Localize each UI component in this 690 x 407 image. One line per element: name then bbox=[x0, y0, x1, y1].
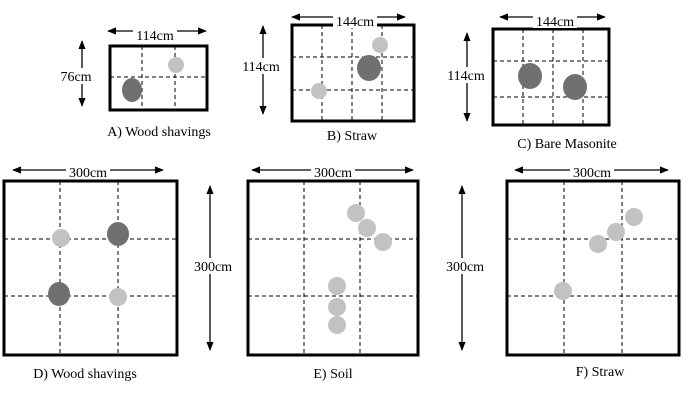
light-circle bbox=[372, 37, 388, 53]
width-label-backing bbox=[311, 165, 355, 179]
width-label-backing bbox=[133, 28, 177, 42]
width-label: 300cm bbox=[314, 166, 352, 181]
panel-frame bbox=[246, 179, 420, 357]
light-circle bbox=[328, 298, 346, 316]
height-label-backing bbox=[189, 258, 237, 274]
height-label-backing bbox=[237, 58, 285, 74]
panel-frame bbox=[108, 44, 209, 112]
light-circle bbox=[554, 282, 572, 300]
panel-frame bbox=[491, 27, 611, 127]
height-label: 76cm bbox=[60, 70, 91, 85]
width-label-backing bbox=[570, 165, 614, 179]
dark-circle bbox=[48, 282, 70, 306]
panel-caption: C) Bare Masonite bbox=[517, 137, 617, 152]
panel-e: 300cm 300cm E) Soil bbox=[189, 165, 420, 382]
light-circle bbox=[374, 233, 392, 251]
panel-frame bbox=[2, 179, 179, 357]
light-circle bbox=[109, 288, 127, 306]
light-circle bbox=[589, 235, 607, 253]
width-label: 300cm bbox=[573, 166, 611, 181]
light-circle bbox=[358, 219, 376, 237]
width-label: 144cm bbox=[536, 15, 574, 30]
panel-b: 144cm 114cm B) Straw bbox=[237, 13, 416, 144]
panel-d: 300cm D) Wood shavings bbox=[2, 165, 179, 382]
panel-caption: F) Straw bbox=[576, 365, 626, 380]
panel-frame bbox=[290, 23, 416, 123]
height-label: 114cm bbox=[242, 60, 280, 75]
light-circle bbox=[347, 204, 365, 222]
width-label: 114cm bbox=[136, 29, 174, 44]
height-label: 300cm bbox=[446, 260, 484, 275]
light-circle bbox=[52, 229, 70, 247]
light-circle bbox=[607, 223, 625, 241]
dark-circle bbox=[107, 222, 129, 246]
panel-frame bbox=[505, 179, 681, 357]
light-circle bbox=[328, 277, 346, 295]
panel-c: 144cm 114cm C) Bare Masonite bbox=[442, 13, 617, 152]
width-label-backing bbox=[533, 14, 577, 28]
light-circle bbox=[625, 208, 643, 226]
panel-f: 300cm 300cm F) Straw bbox=[441, 165, 681, 380]
height-label: 300cm bbox=[194, 260, 232, 275]
height-label: 114cm bbox=[447, 69, 485, 84]
dark-circle bbox=[563, 74, 587, 100]
dark-circle bbox=[357, 55, 381, 81]
light-circle bbox=[311, 83, 327, 99]
width-label: 144cm bbox=[336, 15, 374, 30]
height-label-backing bbox=[441, 258, 489, 274]
dark-circle bbox=[122, 78, 142, 102]
panel-caption: D) Wood shavings bbox=[33, 367, 137, 382]
panel-caption: A) Wood shavings bbox=[107, 125, 211, 140]
width-label: 300cm bbox=[69, 166, 107, 181]
light-circle bbox=[328, 316, 346, 334]
height-label-backing bbox=[442, 67, 490, 83]
width-label-backing bbox=[66, 165, 110, 179]
height-label-backing bbox=[52, 68, 100, 84]
light-circle bbox=[168, 57, 184, 73]
panel-caption: B) Straw bbox=[327, 129, 378, 144]
panel-caption: E) Soil bbox=[313, 367, 352, 382]
dark-circle bbox=[518, 63, 542, 89]
panel-a: 114cm 76cm A) Wood shavings bbox=[52, 27, 211, 140]
width-label-backing bbox=[333, 14, 377, 28]
